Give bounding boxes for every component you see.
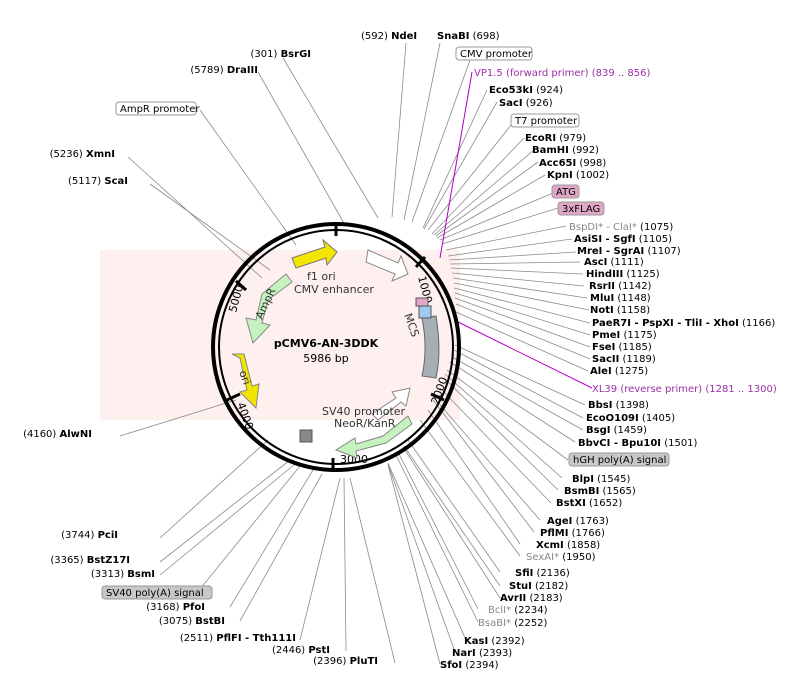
site-label-right: Acc65I (998): [539, 158, 606, 169]
site-label-right: SfoI (2394): [440, 660, 499, 671]
flag-box: [557, 201, 605, 216]
site-label-right: BstXI (1652): [556, 498, 622, 509]
site-label-left: (3313) BsmI: [91, 569, 155, 580]
neor-label: NeoR/KanR: [334, 417, 396, 430]
site-label-left: (2511) PflFI - Tth111I: [180, 633, 296, 644]
site-label-right: AsiSI - SgfI (1105): [574, 234, 672, 245]
site-label-right: BlpI (1545): [572, 474, 630, 485]
ori-label: ori: [236, 369, 253, 387]
site-label-right: BamHI (992): [532, 145, 599, 156]
site-label-right: PmeI (1175): [592, 330, 657, 341]
small-gray-feature: [299, 429, 313, 443]
site-label-right: HindIII (1125): [586, 269, 660, 280]
site-label-left: (301) BsrGI: [250, 49, 311, 60]
site-label-top: SnaBI (698): [437, 31, 500, 42]
left-site-labels: (301) BsrGI (5789) DraIII (5236) XmnI (5117…: [23, 49, 378, 667]
cmv-promoter-box: [455, 46, 533, 61]
site-label-right: FseI (1185): [592, 342, 652, 353]
atg-box: [551, 184, 580, 199]
site-label-left: (3365) BstZ17I: [50, 555, 130, 566]
f1-ori-arrow: [291, 238, 338, 269]
site-label-right: SfiI (2136): [515, 568, 570, 579]
tick-3000-label: 3000: [340, 453, 368, 466]
site-label-left: (3168) PfoI: [146, 602, 205, 613]
right-site-labels: (592) NdeI SnaBI (698) Eco53kI (924) SacI (…: [361, 31, 777, 671]
t7-promoter-label: T7 promoter: [514, 116, 578, 127]
cmv-enhancer-label: CMV enhancer: [294, 283, 374, 296]
mcs-block: [415, 297, 440, 379]
leader-lines: [119, 42, 593, 665]
ampr-arrow: [245, 273, 293, 344]
site-label-right: EcoO109I (1405): [586, 413, 675, 424]
site-label-gray: BclI* (2234): [488, 605, 548, 616]
site-label-left: (2396) PluTI: [313, 656, 378, 667]
site-label-right: EcoRI (979): [525, 133, 586, 144]
site-label-right: AscI (1111): [584, 257, 644, 268]
site-label-gray: BspDI* - ClaI* (1075): [569, 222, 673, 233]
primer-label: VP1.5 (forward primer) (839 .. 856): [474, 68, 650, 79]
cmv-promoter-label: CMV promoter: [460, 49, 533, 60]
site-label-right: BsgI (1459): [586, 425, 647, 436]
site-label-right: BbsI (1398): [588, 400, 649, 411]
plasmid-size: 5986 bp: [303, 352, 348, 365]
primer-label: XL39 (reverse primer) (1281 .. 1300): [592, 384, 777, 395]
neor-arrow: [334, 415, 413, 459]
site-label-right: AvrII (2183): [500, 593, 563, 604]
site-label-right: NotI (1158): [590, 305, 650, 316]
site-label-right: RsrII (1142): [589, 281, 652, 292]
sv40-polya-label: SV40 poly(A) signal: [106, 588, 204, 599]
site-label-right: StuI (2182): [509, 581, 568, 592]
site-label-left: (5117) ScaI: [68, 176, 128, 187]
site-label-left: (2446) PstI: [272, 645, 330, 656]
site-label-right: NarI (2393): [452, 648, 512, 659]
sv40-promoter-label: SV40 promoter: [322, 405, 406, 418]
site-label-right: BsmBI (1565): [564, 486, 636, 497]
site-label-gray: SexAI* (1950): [526, 552, 596, 563]
site-label-left: (5789) DraIII: [190, 65, 258, 76]
site-label-right: SacII (1189): [592, 354, 656, 365]
sv40-polya-box: [101, 585, 213, 600]
site-label-top: (592) NdeI: [361, 31, 417, 42]
site-label-right: AleI (1275): [590, 366, 648, 377]
site-label-right: Eco53kI (924): [489, 85, 563, 96]
cmv-enhancer-arrow: [365, 249, 409, 282]
ampr-promoter-label: AmpR promoter: [120, 104, 200, 115]
site-label-right: XcmI (1858): [536, 540, 600, 551]
site-label-right: AgeI (1763): [547, 516, 609, 527]
f1-ori-label: f1 ori: [307, 270, 336, 283]
site-label-left: (3744) PciI: [61, 530, 118, 541]
t7-promoter-box: [510, 113, 580, 128]
hgh-polya-box: [568, 452, 670, 467]
tick-marks: [226, 222, 445, 472]
site-label-right: KpnI (1002): [547, 170, 609, 181]
sv40-promoter-arrow: [371, 387, 411, 421]
site-label-gray: BsaBI* (2252): [478, 618, 548, 629]
ori-arrow: [231, 353, 260, 410]
site-label-right: MreI - SgrAI (1107): [577, 246, 681, 257]
site-label-right: MluI (1148): [590, 293, 651, 304]
site-label-right: BbvCI - Bpu10I (1501): [578, 438, 698, 449]
site-label-left: (3075) BstBI: [159, 616, 225, 627]
flag-label: 3xFLAG: [562, 204, 600, 215]
ampr-promoter-box: [115, 101, 197, 116]
hgh-polya-label: hGH poly(A) signal: [573, 455, 666, 466]
site-label-right: PaeR7I - PspXI - TliI - XhoI (1166): [592, 318, 775, 329]
site-label-right: SacI (926): [499, 98, 553, 109]
atg-label: ATG: [556, 187, 576, 198]
site-label-right: PflMI (1766): [540, 528, 605, 539]
site-label-left: (5236) XmnI: [50, 149, 115, 160]
site-label-left: (4160) AlwNI: [23, 429, 92, 440]
site-label-right: KasI (2392): [464, 636, 525, 647]
plasmid-name: pCMV6-AN-3DDK: [274, 337, 379, 350]
